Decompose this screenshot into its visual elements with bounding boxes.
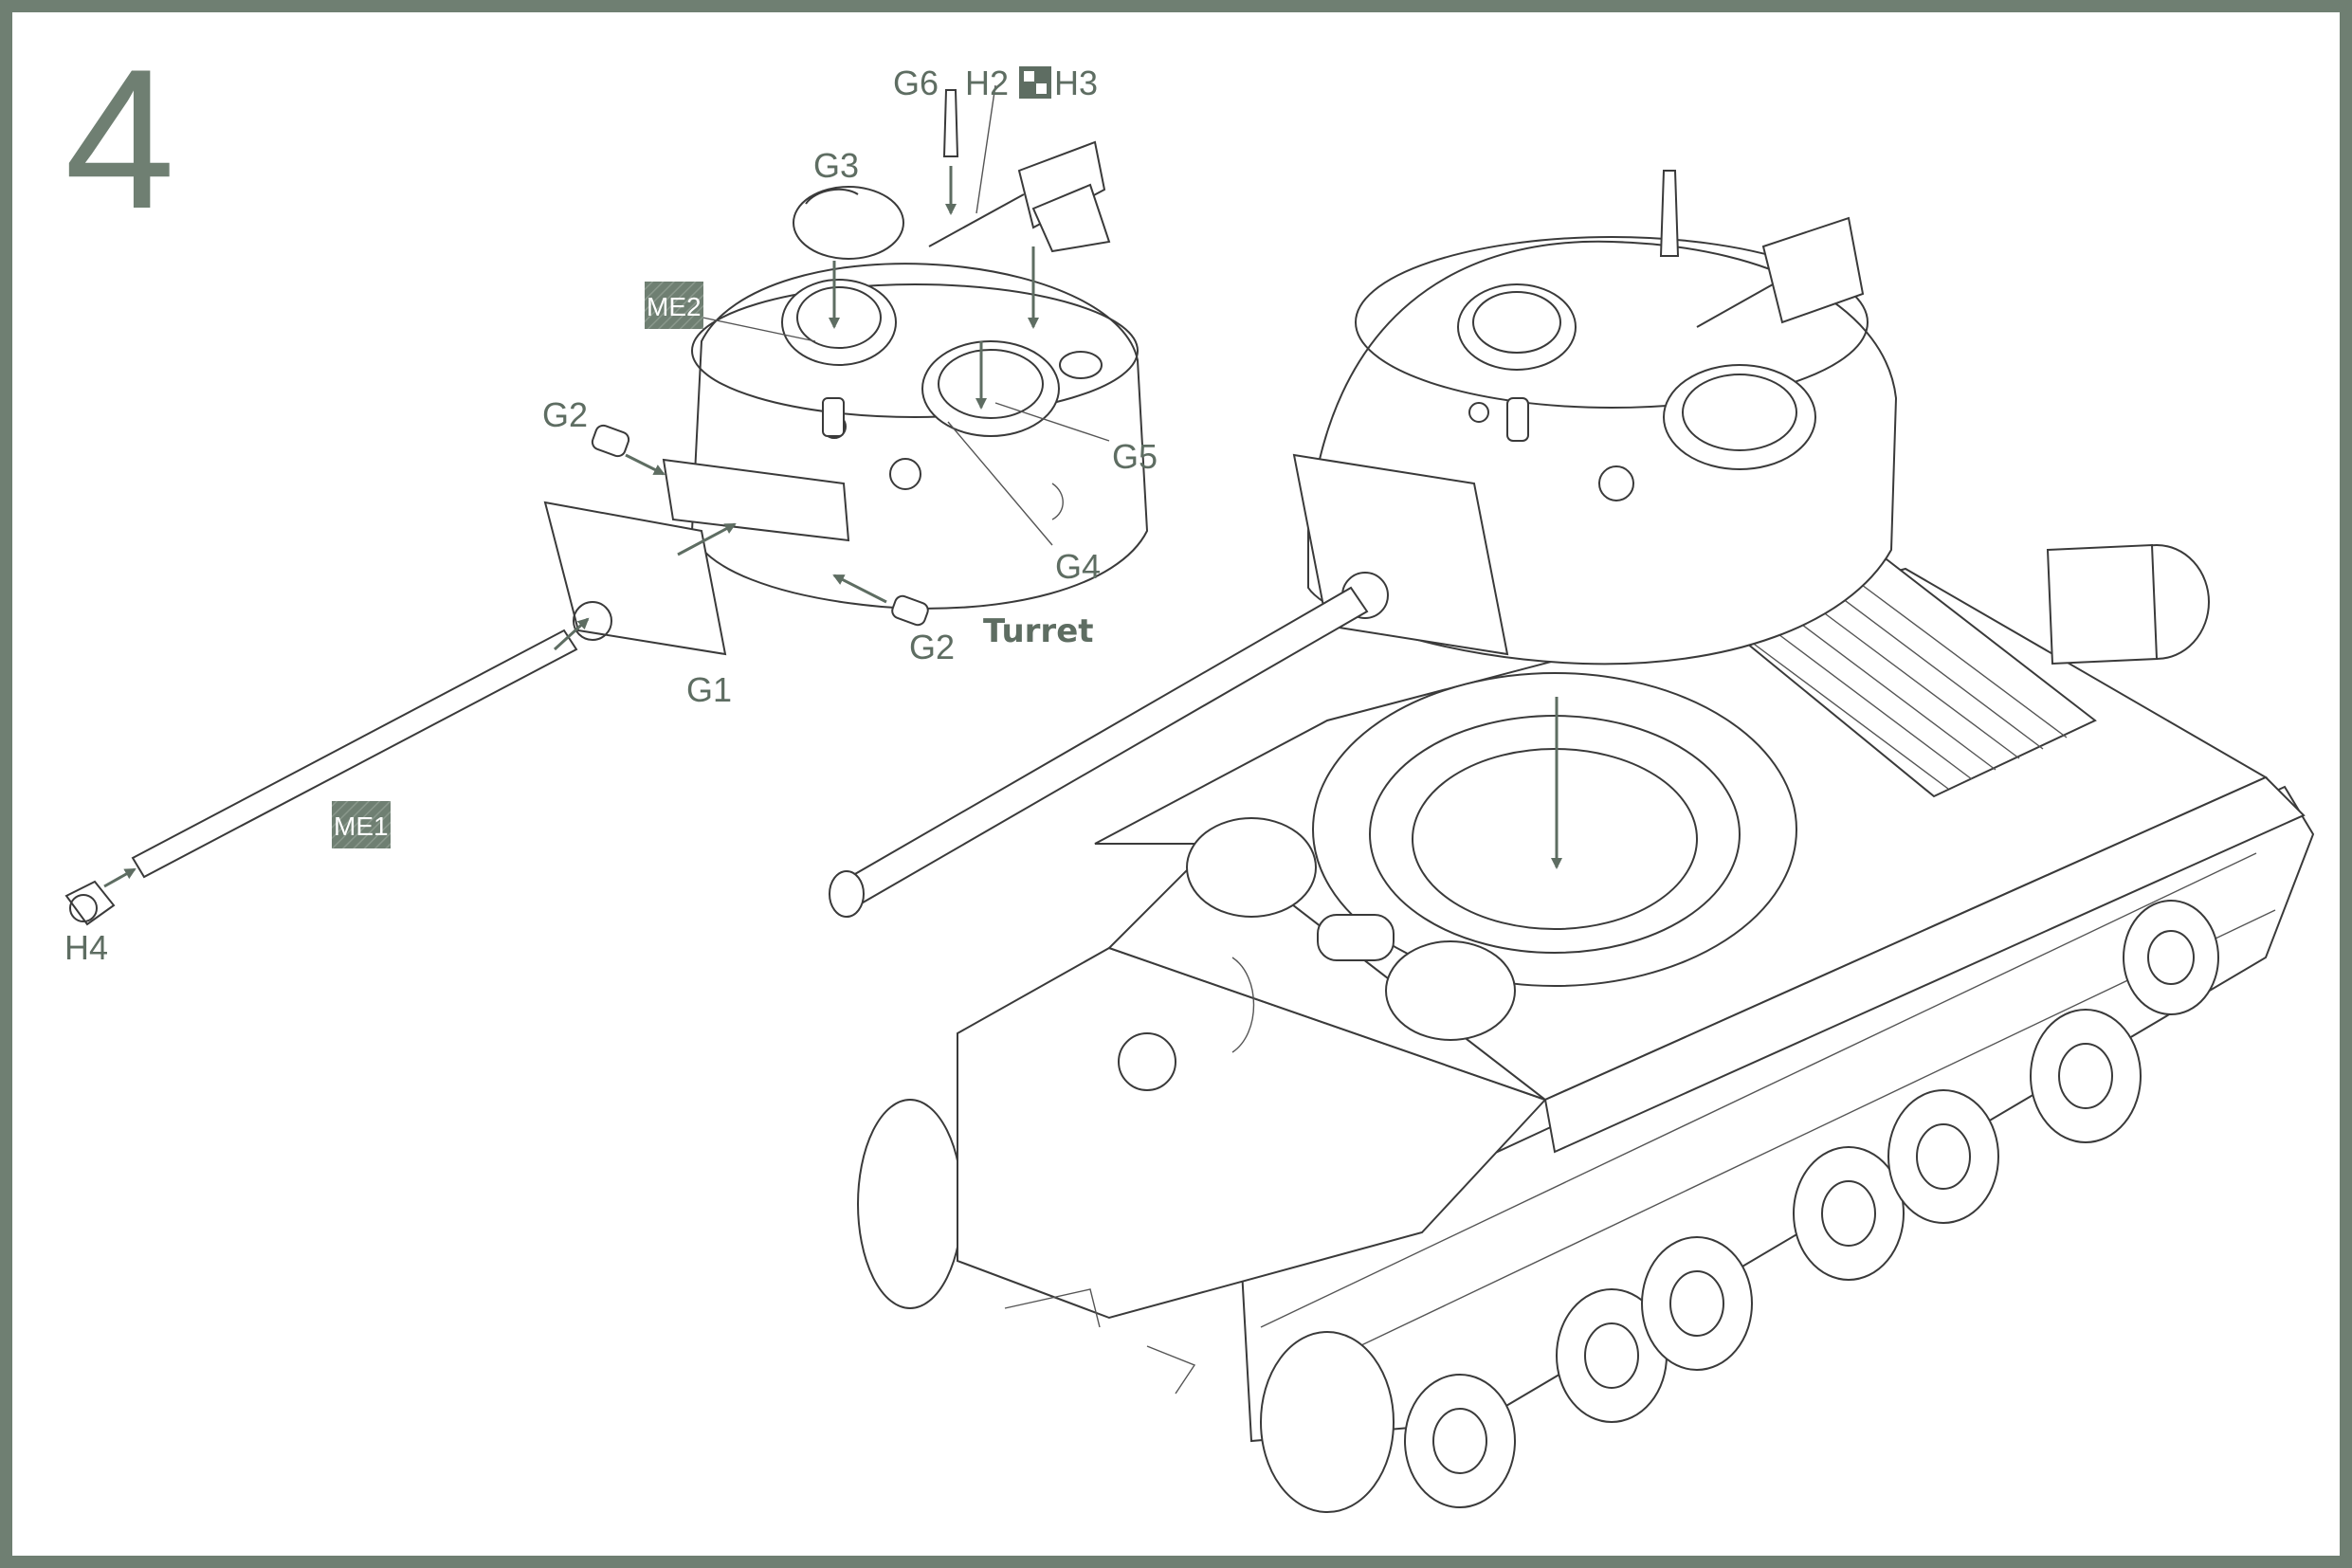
me1-badge: ME1 [332, 801, 391, 848]
part-labels: G6 H2 H3 G3 ME2 G2 G5 G4 Turret G2 G1 ME… [64, 64, 1158, 967]
tank-hull [857, 543, 2315, 1513]
label-h2: H2 [965, 64, 1009, 102]
label-g2-upper: G2 [542, 395, 588, 434]
label-g2-lower: G2 [909, 628, 955, 666]
label-g5: G5 [1112, 437, 1158, 476]
label-h4: H4 [64, 928, 108, 967]
label-g3: G3 [813, 146, 859, 185]
step-number: 4 [64, 27, 175, 250]
label-me2: ME2 [647, 292, 702, 321]
label-turret: Turret [983, 612, 1094, 650]
label-g6: G6 [893, 64, 939, 102]
label-h3: H3 [1054, 64, 1098, 102]
label-g4: G4 [1055, 547, 1101, 586]
assembly-arrows-upper [103, 84, 1110, 888]
label-g1: G1 [686, 670, 732, 709]
label-me1: ME1 [334, 811, 389, 841]
hv-icon [1019, 66, 1051, 99]
road-wheels [1404, 900, 2219, 1508]
engine-grille [1739, 581, 2068, 790]
tank-turret [829, 170, 1898, 918]
me2-badge: ME2 [645, 282, 703, 329]
